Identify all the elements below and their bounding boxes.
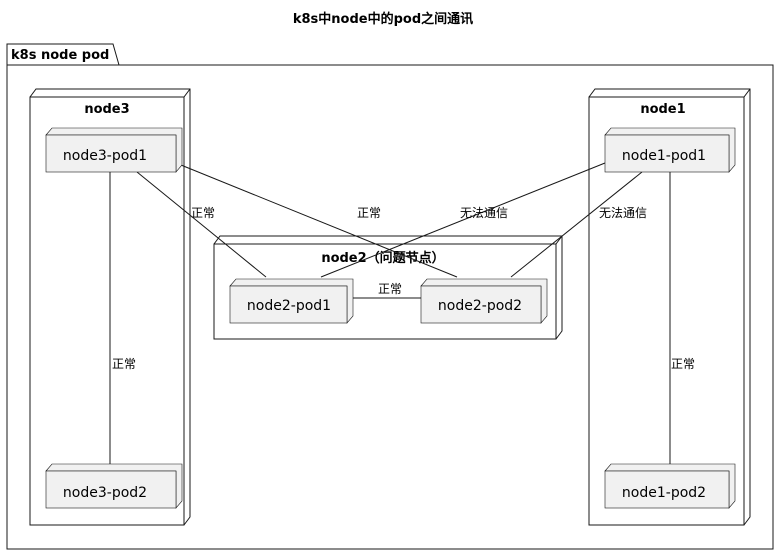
pod-label: node1-pod1 — [622, 148, 706, 164]
edge-label: 正常 — [378, 282, 402, 296]
pod-label: node2-pod1 — [247, 298, 331, 314]
pod-label: node2-pod2 — [438, 298, 522, 314]
edge-node1pod1-node2pod2 — [510, 171, 643, 278]
edge-label: 正常 — [671, 357, 695, 371]
node-label-node1: node1 — [640, 102, 685, 117]
pod-node1-pod2: node1-pod2 — [604, 463, 736, 509]
node-label-node3: node3 — [84, 102, 129, 117]
edge-label: 无法通信 — [599, 206, 647, 220]
pod-label: node1-pod2 — [622, 485, 706, 501]
pod-node2-pod1: node2-pod1 — [229, 278, 354, 324]
edge-node1pod1-node2pod1 — [320, 162, 606, 278]
diagram-title: k8s中node中的pod之间通讯 — [293, 11, 473, 27]
edge-node3pod1-node2pod1 — [136, 171, 267, 278]
pod-node3-pod1: node3-pod1 — [45, 127, 183, 173]
edge-label: 正常 — [191, 206, 215, 220]
pod-node3-pod2: node3-pod2 — [45, 463, 183, 509]
package-label: k8s node pod — [11, 48, 109, 63]
edge-label: 正常 — [357, 206, 381, 220]
pod-node1-pod1: node1-pod1 — [604, 127, 736, 173]
edges — [109, 162, 671, 465]
pod-label: node3-pod1 — [63, 148, 147, 164]
pod-node2-pod2: node2-pod2 — [420, 278, 548, 324]
edge-node3pod1-node2pod2 — [175, 162, 458, 278]
pod-label: node3-pod2 — [63, 485, 147, 501]
edge-labels: 正常 正常 无法通信 无法通信 正常 正常 正常 — [112, 206, 695, 371]
node-label-node2: node2（问题节点） — [321, 250, 444, 266]
edge-label: 正常 — [112, 357, 136, 371]
edge-label: 无法通信 — [460, 206, 508, 220]
